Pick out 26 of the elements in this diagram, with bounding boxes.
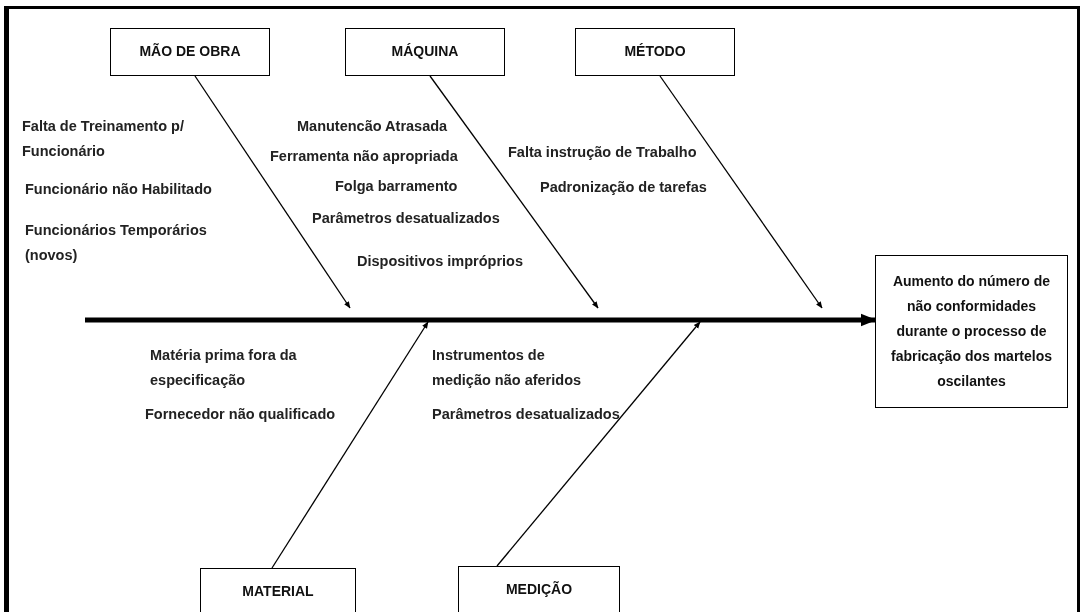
cause-label: Dispositivos impróprios: [357, 252, 524, 271]
category-box: MEDIÇÃO: [458, 566, 620, 612]
cause-label: Ferramenta não apropriada: [270, 147, 459, 166]
cause-label: Funcionários Temporários (novos): [25, 221, 208, 265]
category-box: MÃO DE OBRA: [110, 28, 270, 76]
effect-box: Aumento do número de não conformidades durante o processo de fabricação dos martelos oscilantes: [875, 255, 1068, 408]
cause-label: Falta instrução de Trabalho: [508, 143, 698, 162]
category-box: MÁQUINA: [345, 28, 505, 76]
cause-label: Instrumentos de medição não aferidos: [432, 346, 583, 390]
bone-arrow: [271, 321, 429, 569]
bone-arrow: [429, 75, 599, 309]
bone-arrow: [659, 75, 823, 309]
spine-arrow: [85, 313, 877, 327]
cause-label: Funcionário não Habilitado: [25, 180, 213, 199]
bone-arrow: [194, 75, 351, 309]
cause-label: Parâmetros desatualizados: [312, 209, 501, 228]
cause-label: Padronização de tarefas: [540, 178, 708, 197]
cause-label: Parâmetros desatualizados: [432, 405, 621, 424]
bone-arrow: [496, 321, 701, 567]
cause-label: Fornecedor não qualificado: [145, 405, 337, 424]
cause-label: Matéria prima fora da especificação: [150, 346, 298, 390]
cause-label: Manutencão Atrasada: [297, 117, 449, 136]
cause-label: Falta de Treinamento p/ Funcionário: [22, 117, 185, 161]
cause-label: Folga barramento: [335, 177, 459, 196]
category-box: MÉTODO: [575, 28, 735, 76]
category-box: MATERIAL: [200, 568, 356, 612]
